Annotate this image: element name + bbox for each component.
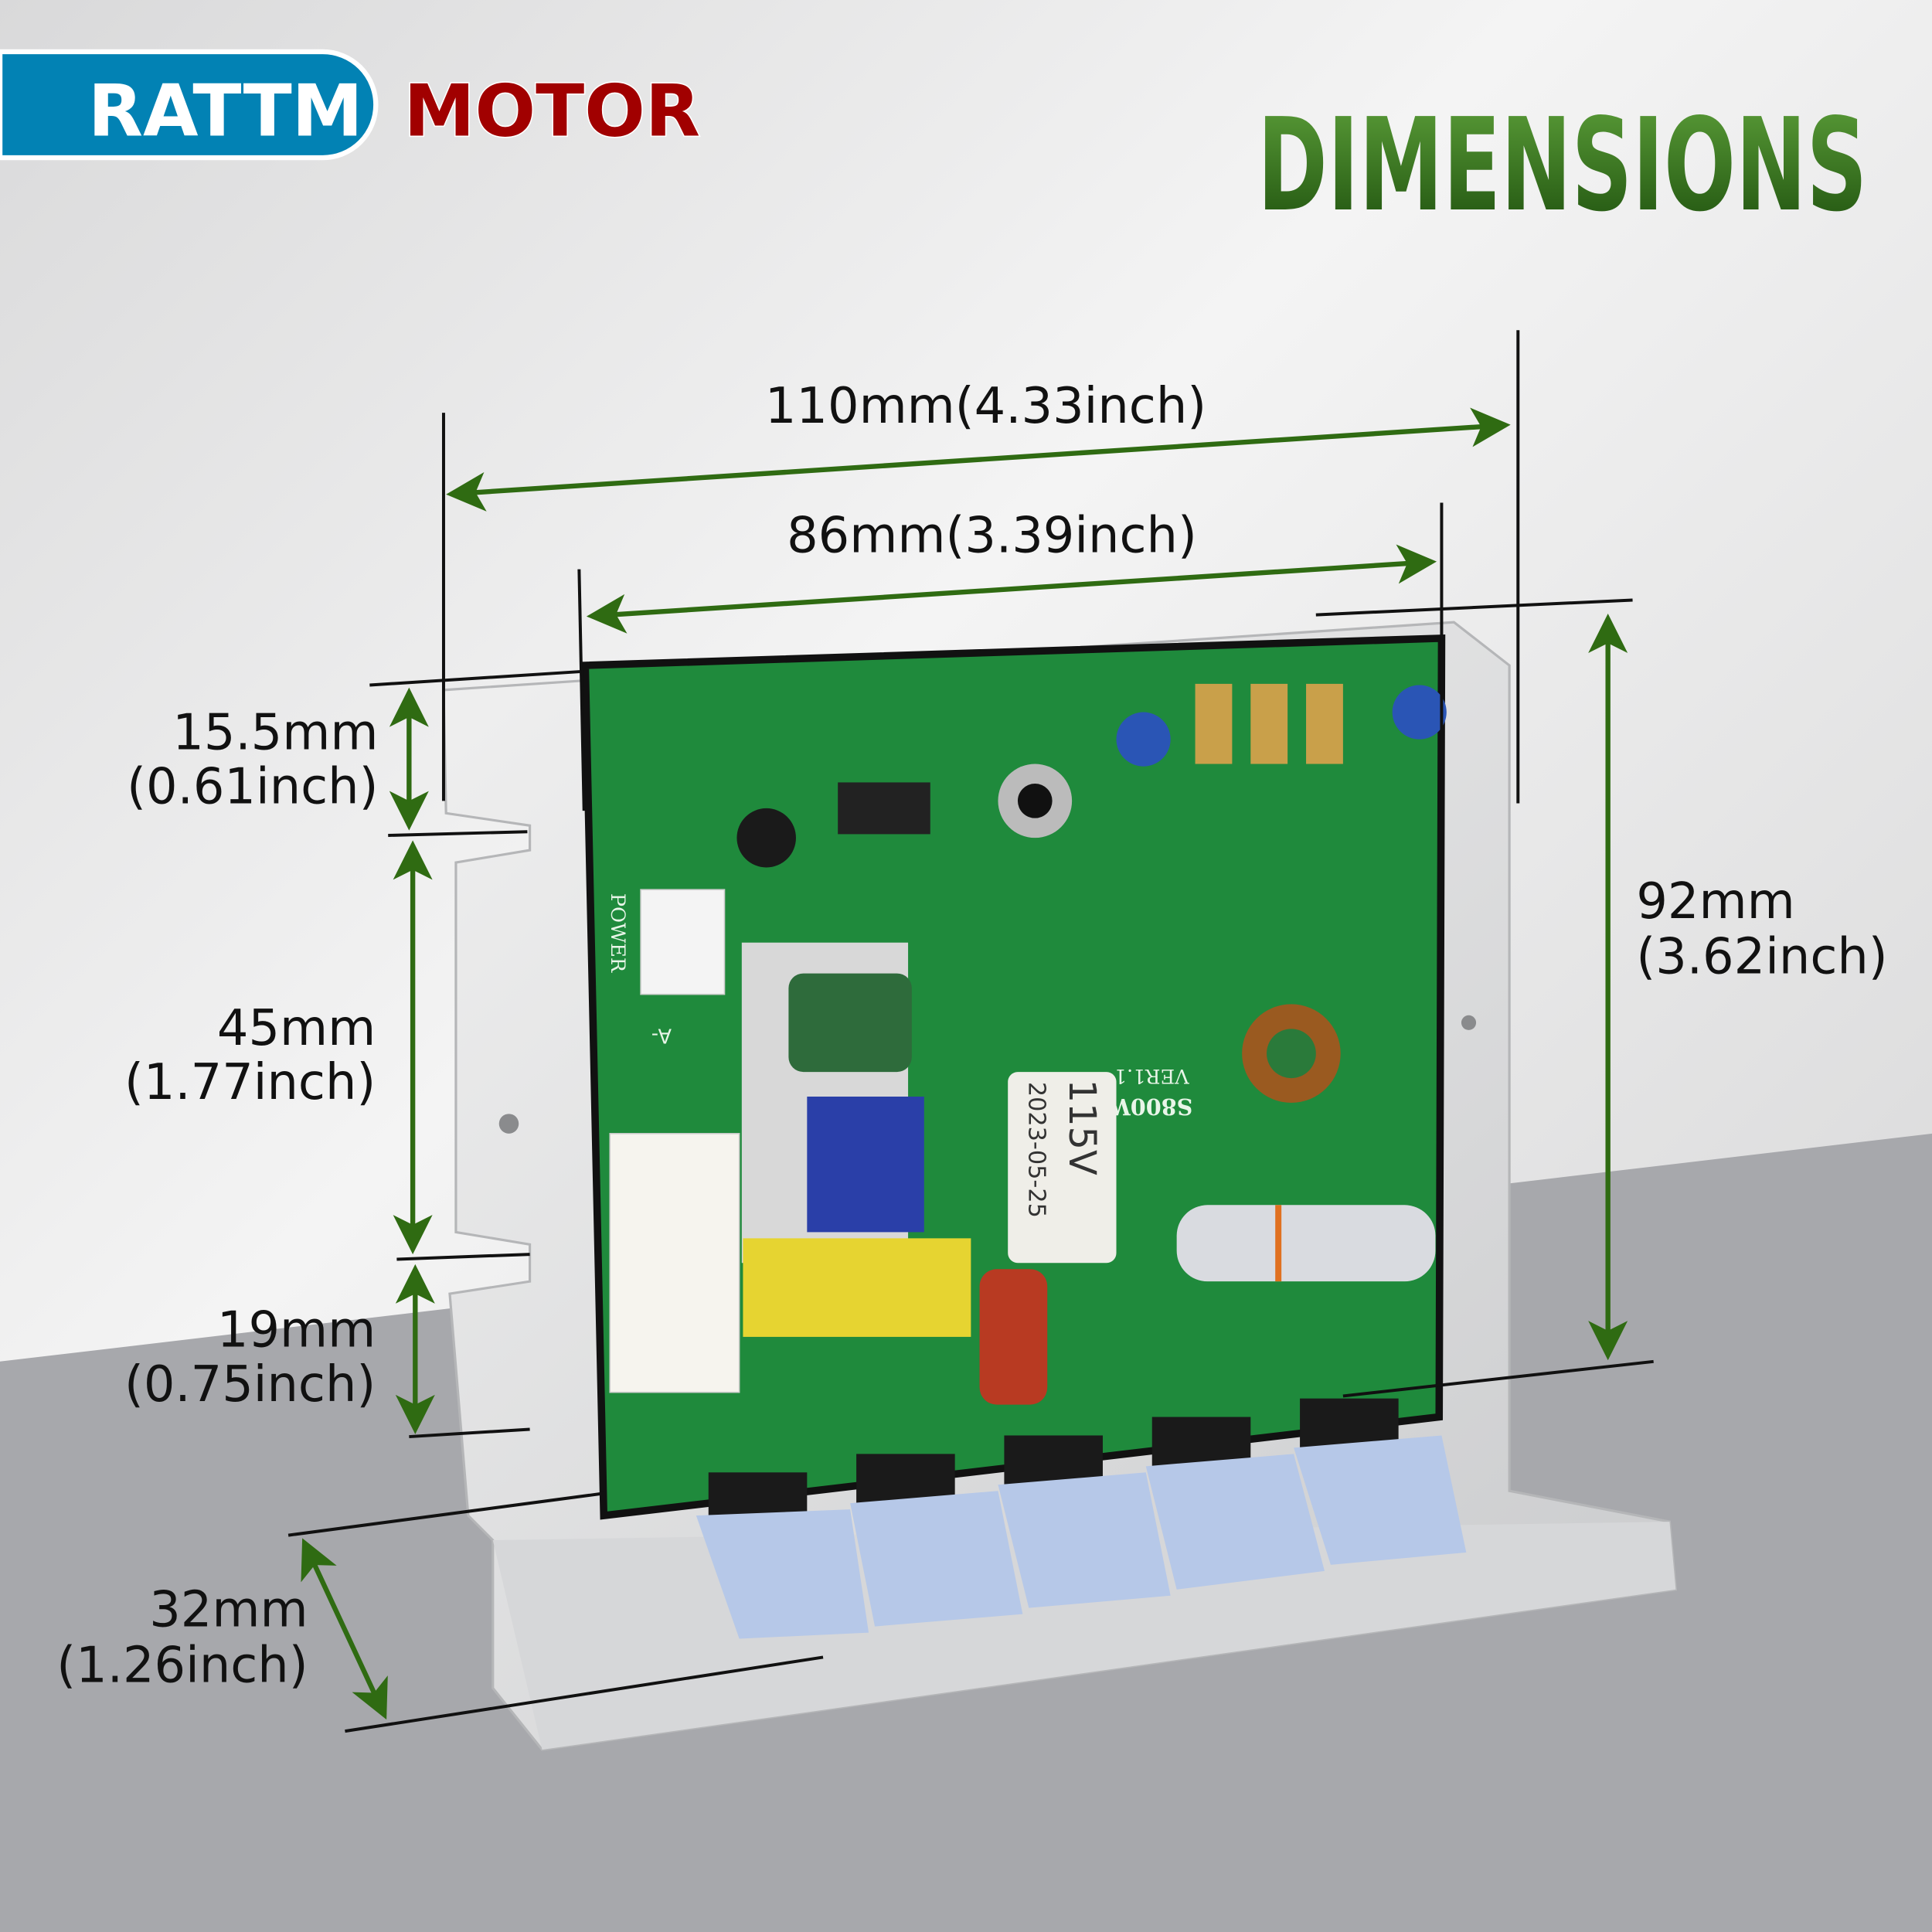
brand-rattm: RATTM bbox=[88, 69, 363, 152]
slot-spacing-mm-label: 45mm bbox=[217, 1000, 376, 1057]
top-offset-inch-label: (0.61inch) bbox=[127, 759, 378, 816]
overall-width-label: 110mm(4.33inch) bbox=[765, 378, 1206, 435]
brand-logo: RATTM MOTOR bbox=[0, 49, 702, 161]
pcb-terminal-label: A- bbox=[651, 1023, 672, 1046]
height-mm-label: 92mm bbox=[1636, 873, 1794, 930]
board-width-label: 86mm(3.39inch) bbox=[787, 507, 1197, 564]
height-inch-label: (3.62inch) bbox=[1636, 929, 1887, 986]
product-label: 115V 2023-05-25 bbox=[1008, 1072, 1117, 1264]
pcb-version-label: VER1.1 bbox=[1114, 1064, 1190, 1087]
arrow-board-width bbox=[586, 544, 1437, 634]
date-label: 2023-05-25 bbox=[1022, 1082, 1049, 1218]
top-offset-mm-label: 15.5mm bbox=[172, 704, 378, 761]
bottom-offset-inch-label: (0.75inch) bbox=[124, 1356, 376, 1413]
arrow-overall-width bbox=[446, 407, 1511, 512]
bottom-offset-mm-label: 19mm bbox=[217, 1302, 376, 1359]
pcb-power-label: POWER bbox=[606, 893, 629, 973]
motor-controller-device: POWER A- S800W VER1.1 115V 2023-05-25 bbox=[442, 621, 1678, 1751]
base-depth-inch-label: (1.26inch) bbox=[56, 1637, 308, 1694]
arrow-base-depth bbox=[301, 1538, 388, 1720]
slot-spacing-inch-label: (1.77inch) bbox=[124, 1054, 376, 1111]
brand-motor: MOTOR bbox=[404, 69, 701, 152]
page-title: DIMENSIONS bbox=[1257, 91, 1867, 240]
base-depth-mm-label: 32mm bbox=[149, 1582, 308, 1639]
voltage-label: 115V bbox=[1060, 1080, 1103, 1175]
pcb-model-label: S800W bbox=[1105, 1094, 1193, 1120]
dimension-arrows bbox=[301, 407, 1628, 1720]
